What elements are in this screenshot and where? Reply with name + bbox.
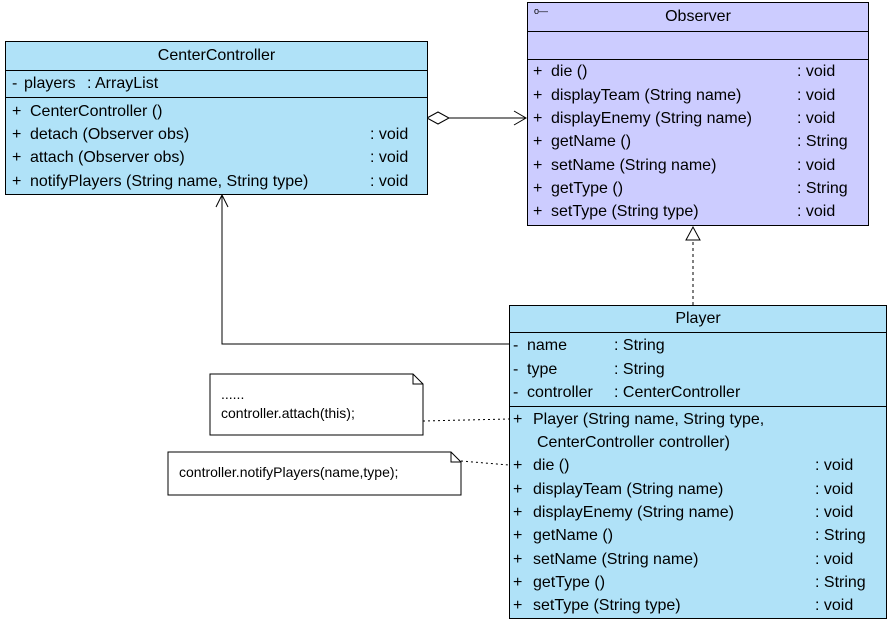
aggregation-diamond [425, 111, 451, 125]
operation-row: + Player (String name, String type, [513, 411, 765, 428]
operation-row: + getType () : String [513, 574, 866, 591]
operation-row: + setName (String name) : void [533, 157, 836, 174]
operation-row: + detach (Observer obs) : void [12, 126, 409, 143]
note-notify-connector [460, 460, 510, 466]
operation-row: + attach (Observer obs) : void [12, 149, 409, 166]
note-attach-fold [412, 374, 423, 385]
note-attach-shape [209, 373, 424, 436]
attribute-row: - players : ArrayList [12, 75, 159, 92]
class-title: CenterController [157, 47, 276, 64]
operation-row: + CenterController () [12, 103, 163, 120]
operation-row: + displayTeam (String name) : void [533, 87, 836, 104]
interface-icon: o— [534, 6, 549, 16]
class-title: Player [675, 310, 721, 327]
operation-row: + setName (String name) : void [513, 551, 854, 568]
attribute-row: - controller : CenterController [513, 384, 741, 401]
note-line: controller.attach(this); [221, 405, 355, 421]
note-notify-fold [450, 452, 461, 463]
operation-row: + die () : void [513, 457, 854, 474]
class-divider [6, 70, 427, 71]
association-arrowhead [215, 193, 229, 208]
operation-row: + displayTeam (String name) : void [513, 481, 854, 498]
operation-row: + getName () : String [513, 527, 866, 544]
operation-row: + displayEnemy (String name) : void [513, 504, 854, 521]
interface-observer: o— Observer + die () : void + displayTea… [527, 2, 869, 226]
class-divider [510, 332, 886, 333]
note-notify: controller.notifyPlayers(name,type); [168, 452, 461, 495]
association-line [221, 195, 509, 345]
attribute-row: - name : String [513, 337, 665, 354]
class-title: Observer [665, 8, 731, 25]
class-divider [510, 406, 886, 407]
class-player: Player - name : String - type : String -… [509, 305, 887, 619]
operation-row: + displayEnemy (String name) : void [533, 110, 836, 127]
operation-row: + getName () : String [533, 133, 848, 150]
class-divider [528, 59, 868, 60]
class-divider [528, 31, 868, 32]
operation-row: + setType (String type) : void [513, 597, 854, 614]
attribute-row: - type : String [513, 361, 665, 378]
operation-row-continued: CenterController controller) [537, 434, 730, 451]
note-line: ...... [221, 386, 245, 402]
note-notify-shape [167, 451, 462, 496]
operation-row: + die () : void [533, 63, 836, 80]
operation-row: + notifyPlayers (String name, String typ… [12, 173, 409, 190]
aggregation-arrowhead [513, 110, 527, 126]
operation-row: + getType () : String [533, 180, 848, 197]
class-centercontroller: CenterController - players : ArrayList +… [5, 41, 428, 195]
note-attach: ...... controller.attach(this); [210, 374, 423, 435]
class-divider [6, 97, 427, 98]
realization-triangle [685, 225, 701, 241]
note-attach-connector [422, 418, 510, 422]
note-line: controller.notifyPlayers(name,type); [179, 464, 399, 480]
operation-row: + setType (String type) : void [533, 203, 836, 220]
